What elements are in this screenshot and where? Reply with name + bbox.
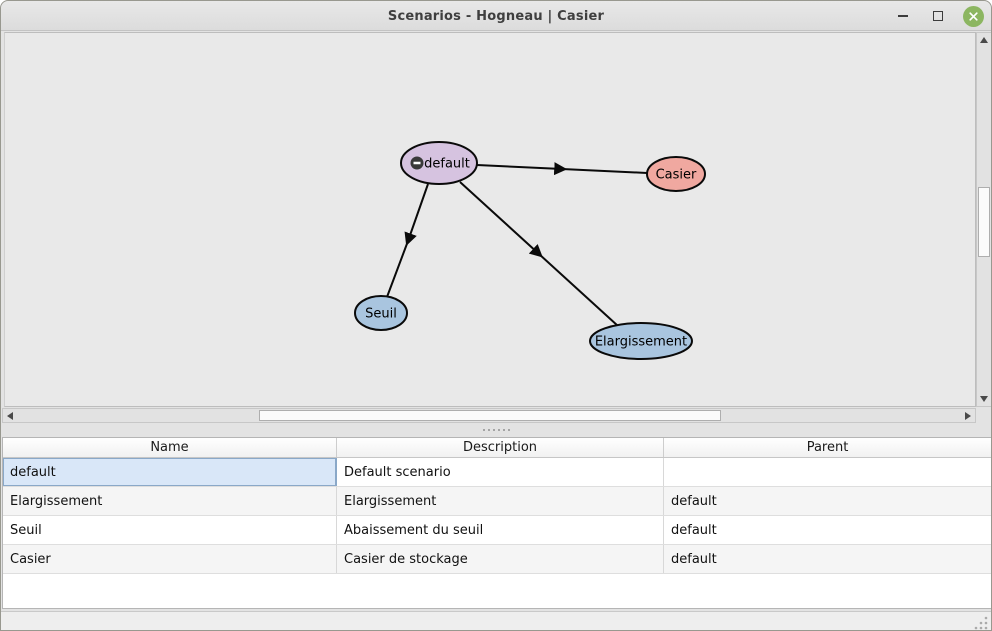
vertical-scrollbar-thumb[interactable] (978, 187, 990, 257)
titlebar[interactable]: Scenarios - Hogneau | Casier (1, 1, 991, 31)
cell-name[interactable]: Elargissement (3, 487, 337, 515)
column-header-parent[interactable]: Parent (806, 440, 849, 455)
cell-parent[interactable]: default (671, 551, 717, 567)
cell-description[interactable]: Casier de stockage (337, 545, 664, 573)
table-empty-area[interactable] (3, 574, 991, 608)
arrow-up-icon (980, 37, 988, 43)
scroll-right-button[interactable] (961, 409, 975, 422)
table-row: Seuil Abaissement du seuil default (3, 516, 991, 545)
arrow-down-icon (980, 396, 988, 402)
cell-description[interactable]: Default scenario (337, 458, 664, 486)
minimize-button[interactable] (891, 4, 915, 28)
window-controls (891, 1, 985, 31)
graph-node-elargissement[interactable]: Elargissement (589, 322, 693, 360)
close-button[interactable] (961, 4, 985, 28)
maximize-icon (933, 11, 943, 21)
node-label: Casier (656, 168, 697, 183)
table-row: Casier Casier de stockage default (3, 545, 991, 574)
arrow-right-icon (965, 411, 971, 420)
node-label: Seuil (365, 307, 397, 322)
cell-name[interactable]: Seuil (3, 516, 337, 544)
graph-node-casier[interactable]: Casier (646, 156, 706, 192)
splitter-handle[interactable] (1, 423, 991, 437)
horizontal-scrollbar-thumb[interactable] (259, 410, 721, 421)
status-bar (1, 611, 991, 630)
graph-node-seuil[interactable]: Seuil (354, 295, 408, 331)
close-icon (962, 5, 984, 27)
maximize-button[interactable] (926, 4, 950, 28)
cell-name[interactable]: Casier (3, 545, 337, 573)
node-label: default (424, 157, 470, 172)
graph-vertical-scrollbar[interactable] (976, 32, 991, 407)
arrow-left-icon (7, 411, 13, 420)
scroll-up-button[interactable] (977, 33, 991, 47)
resize-grip-icon[interactable] (974, 616, 988, 630)
cell-parent[interactable] (664, 458, 991, 486)
graph-horizontal-scrollbar[interactable] (2, 408, 976, 423)
scroll-down-button[interactable] (977, 392, 991, 406)
column-header-name[interactable]: Name (3, 438, 337, 457)
graph-node-default[interactable]: default (400, 141, 478, 185)
cell-description[interactable]: Elargissement (337, 487, 664, 515)
cell-parent[interactable]: default (671, 522, 717, 538)
window-title: Scenarios - Hogneau | Casier (387, 8, 605, 24)
node-label: Elargissement (595, 335, 687, 350)
table-header: Name Description Parent (3, 438, 991, 458)
column-header-description[interactable]: Description (337, 438, 664, 457)
scroll-left-button[interactable] (3, 409, 17, 422)
cell-name-selected[interactable]: default (3, 458, 337, 486)
cell-parent[interactable]: default (671, 493, 717, 509)
table-row: default Default scenario (3, 458, 991, 487)
minimize-icon (898, 15, 908, 17)
edge-default-to-elargissement (459, 181, 619, 327)
edge-default-to-seuil (386, 183, 429, 298)
scenarios-table: Name Description Parent default Default … (2, 437, 991, 609)
cell-description[interactable]: Abaissement du seuil (337, 516, 664, 544)
edge-default-to-casier (476, 162, 648, 176)
table-row: Elargissement Elargissement default (3, 487, 991, 516)
